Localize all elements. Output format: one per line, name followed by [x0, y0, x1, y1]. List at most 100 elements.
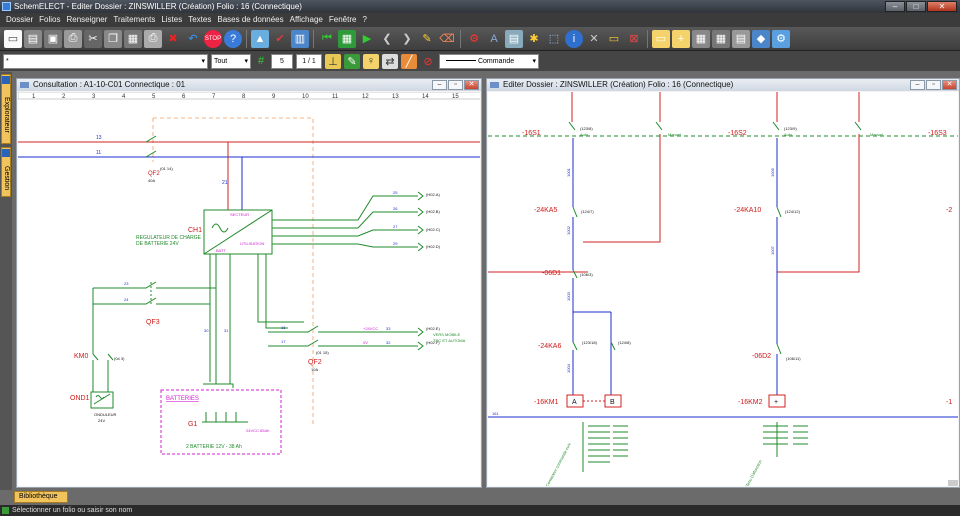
copy-icon[interactable]: ❐: [104, 29, 122, 48]
menu-listes[interactable]: Listes: [161, 15, 183, 24]
menu-bases[interactable]: Bases de données: [217, 15, 284, 24]
contact-24ka5[interactable]: -24KA5 (124/7): [534, 206, 594, 218]
tab-gestion-label: Gestion: [3, 165, 10, 191]
switch-16s1[interactable]: -16S1 Auto (123/8) Manuel: [522, 121, 681, 137]
image-icon[interactable]: ▲: [251, 29, 269, 48]
nav-prev-icon[interactable]: ❮: [382, 33, 392, 45]
ref-label: (H02.E): [426, 326, 440, 331]
coil-16km1[interactable]: A B -16KM1: [534, 394, 622, 408]
window-restore-button[interactable]: ▫: [448, 80, 463, 90]
check-list-icon[interactable]: ✔: [275, 33, 285, 45]
bus-label: 161: [492, 411, 499, 416]
ruler-mark: 9: [272, 94, 276, 100]
nav-next-icon[interactable]: ▶: [362, 33, 372, 45]
page-input[interactable]: 1 / 1: [296, 53, 322, 69]
help-icon[interactable]: ?: [224, 29, 242, 48]
label-qf3: QF3: [146, 319, 160, 326]
minimize-button[interactable]: –: [885, 1, 905, 12]
menu-renseigner[interactable]: Renseigner: [66, 15, 108, 24]
cross-icon[interactable]: ✕: [589, 33, 599, 45]
spin-input[interactable]: 5: [271, 53, 293, 69]
print-preview-icon[interactable]: ⎙: [64, 29, 82, 48]
line-icon[interactable]: ▭: [608, 33, 620, 45]
text-icon[interactable]: A: [490, 32, 498, 45]
open-icon[interactable]: ▤: [24, 29, 42, 48]
cut-icon[interactable]: ✂: [84, 29, 102, 48]
switch-16s2[interactable]: -16S2 Auto (123/9) Manuel: [728, 121, 883, 137]
schematic-canvas-right[interactable]: 161 1001 1002 1003 1004 1005 1007 -16S1 …: [488, 92, 958, 486]
window-close-button[interactable]: ✕: [464, 80, 479, 90]
window-close-button[interactable]: ✕: [942, 80, 957, 90]
eraser-icon[interactable]: ⌫: [439, 33, 455, 45]
tool-icon[interactable]: ✱: [529, 33, 539, 45]
calendar-icon[interactable]: ▦: [338, 29, 356, 48]
window-restore-button[interactable]: ▫: [926, 80, 941, 90]
gear-icon[interactable]: ⚙: [469, 33, 479, 45]
ups-ond1[interactable]: [90, 391, 114, 409]
label-s1-man: Manuel: [668, 132, 681, 137]
folder-add-icon[interactable]: +: [672, 29, 690, 48]
select-icon[interactable]: ⬚: [548, 33, 560, 45]
maximize-button[interactable]: □: [906, 1, 926, 12]
menu-fenetre[interactable]: Fenêtre: [328, 15, 357, 24]
pen-icon[interactable]: ✎: [422, 33, 432, 45]
link-icon[interactable]: ⇄: [382, 53, 398, 69]
undo-icon[interactable]: ↶: [188, 33, 198, 45]
sheet-icon[interactable]: ▥: [291, 29, 309, 48]
layers-icon[interactable]: ▤: [732, 29, 750, 48]
menu-dossier[interactable]: Dossier: [6, 15, 34, 24]
print-icon[interactable]: ⎙: [144, 29, 162, 48]
tab-gestion[interactable]: Gestion: [1, 147, 11, 197]
contact-06d1[interactable]: -06D1 (106/3): [542, 269, 593, 279]
draw-line-icon[interactable]: ╱: [401, 53, 417, 69]
schematic-canvas-left[interactable]: 1 2 3 4 5 6 7 8 9 10 11 12 13 14 15: [18, 92, 480, 486]
nav-first-icon[interactable]: ⏮: [322, 32, 332, 44]
menu-help[interactable]: ?: [362, 15, 367, 24]
contact-06d2[interactable]: -06D2 (106/11): [752, 343, 801, 361]
menu-traitements[interactable]: Traitements: [113, 15, 156, 24]
filter-combo[interactable]: Tout▾: [211, 53, 251, 69]
stop-icon[interactable]: STOP: [204, 29, 222, 48]
linetype-combo[interactable]: Commande ▾: [439, 53, 539, 69]
menu-affichage[interactable]: Affichage: [289, 15, 323, 24]
label-s2-man: Manuel: [870, 132, 883, 137]
contact-24ka10[interactable]: -24KA10 (124/12): [734, 206, 801, 218]
scrollbar-corner[interactable]: [948, 480, 958, 486]
label-onduleur: ONDULEUR: [94, 412, 117, 417]
layer-combo[interactable]: *▾: [3, 53, 208, 69]
no-line-icon[interactable]: ⊘: [423, 55, 433, 68]
new-icon[interactable]: ▭: [4, 29, 22, 48]
info-icon[interactable]: i: [565, 29, 583, 48]
paste-icon[interactable]: ▦: [124, 29, 142, 48]
grid2-icon[interactable]: ▦: [712, 29, 730, 48]
palette-icon[interactable]: ◆: [752, 29, 770, 48]
folder-icon[interactable]: ▭: [652, 29, 670, 48]
close-button[interactable]: ✕: [927, 1, 957, 12]
delete-icon[interactable]: ✖: [168, 33, 178, 45]
grid-icon[interactable]: ▦: [692, 29, 710, 48]
coil-16km2[interactable]: + -16KM2: [738, 394, 786, 408]
contact-24ka6[interactable]: -24KA6 (123/18) (124/8): [538, 340, 631, 351]
window-minimize-button[interactable]: –: [910, 80, 925, 90]
nav-forward-icon[interactable]: ❯: [402, 33, 412, 45]
pencil-icon[interactable]: ✎: [344, 53, 360, 69]
label-06d2: -06D2: [752, 353, 771, 360]
grid-toggle-icon[interactable]: #: [257, 55, 265, 67]
window-minimize-button[interactable]: –: [432, 80, 447, 90]
breaker-qf2-bottom[interactable]: QF2 (01 15) 10A +24VCC 0V (H02.E) (H02.F…: [268, 325, 466, 372]
breaker-qf3[interactable]: [93, 267, 217, 305]
align-icon[interactable]: ⊥: [325, 53, 341, 69]
menu-textes[interactable]: Textes: [188, 15, 212, 24]
save-icon[interactable]: ▣: [44, 29, 62, 48]
settings-icon[interactable]: ⚙: [772, 29, 790, 48]
fill-icon[interactable]: ▤: [505, 29, 523, 48]
batteries-group[interactable]: BATTERIES G1 2 BATTERIE 12V - 38 Ah 24VC…: [160, 383, 282, 455]
relay-km0[interactable]: [92, 353, 114, 392]
window-close-icon[interactable]: ⊠: [629, 33, 639, 45]
menu-folios[interactable]: Folios: [39, 15, 61, 24]
tab-explorateur[interactable]: Explorateur: [1, 74, 11, 144]
regulator-ch1[interactable]: SECTEUR BATT UTILISATION CH1 REGULATEUR …: [136, 209, 273, 255]
bulb-icon[interactable]: ♀: [363, 53, 379, 69]
breaker-qf2-top[interactable]: QF2 40A (01 14): [145, 135, 173, 183]
tab-bibliotheque[interactable]: Bibliothèque: [14, 491, 68, 503]
